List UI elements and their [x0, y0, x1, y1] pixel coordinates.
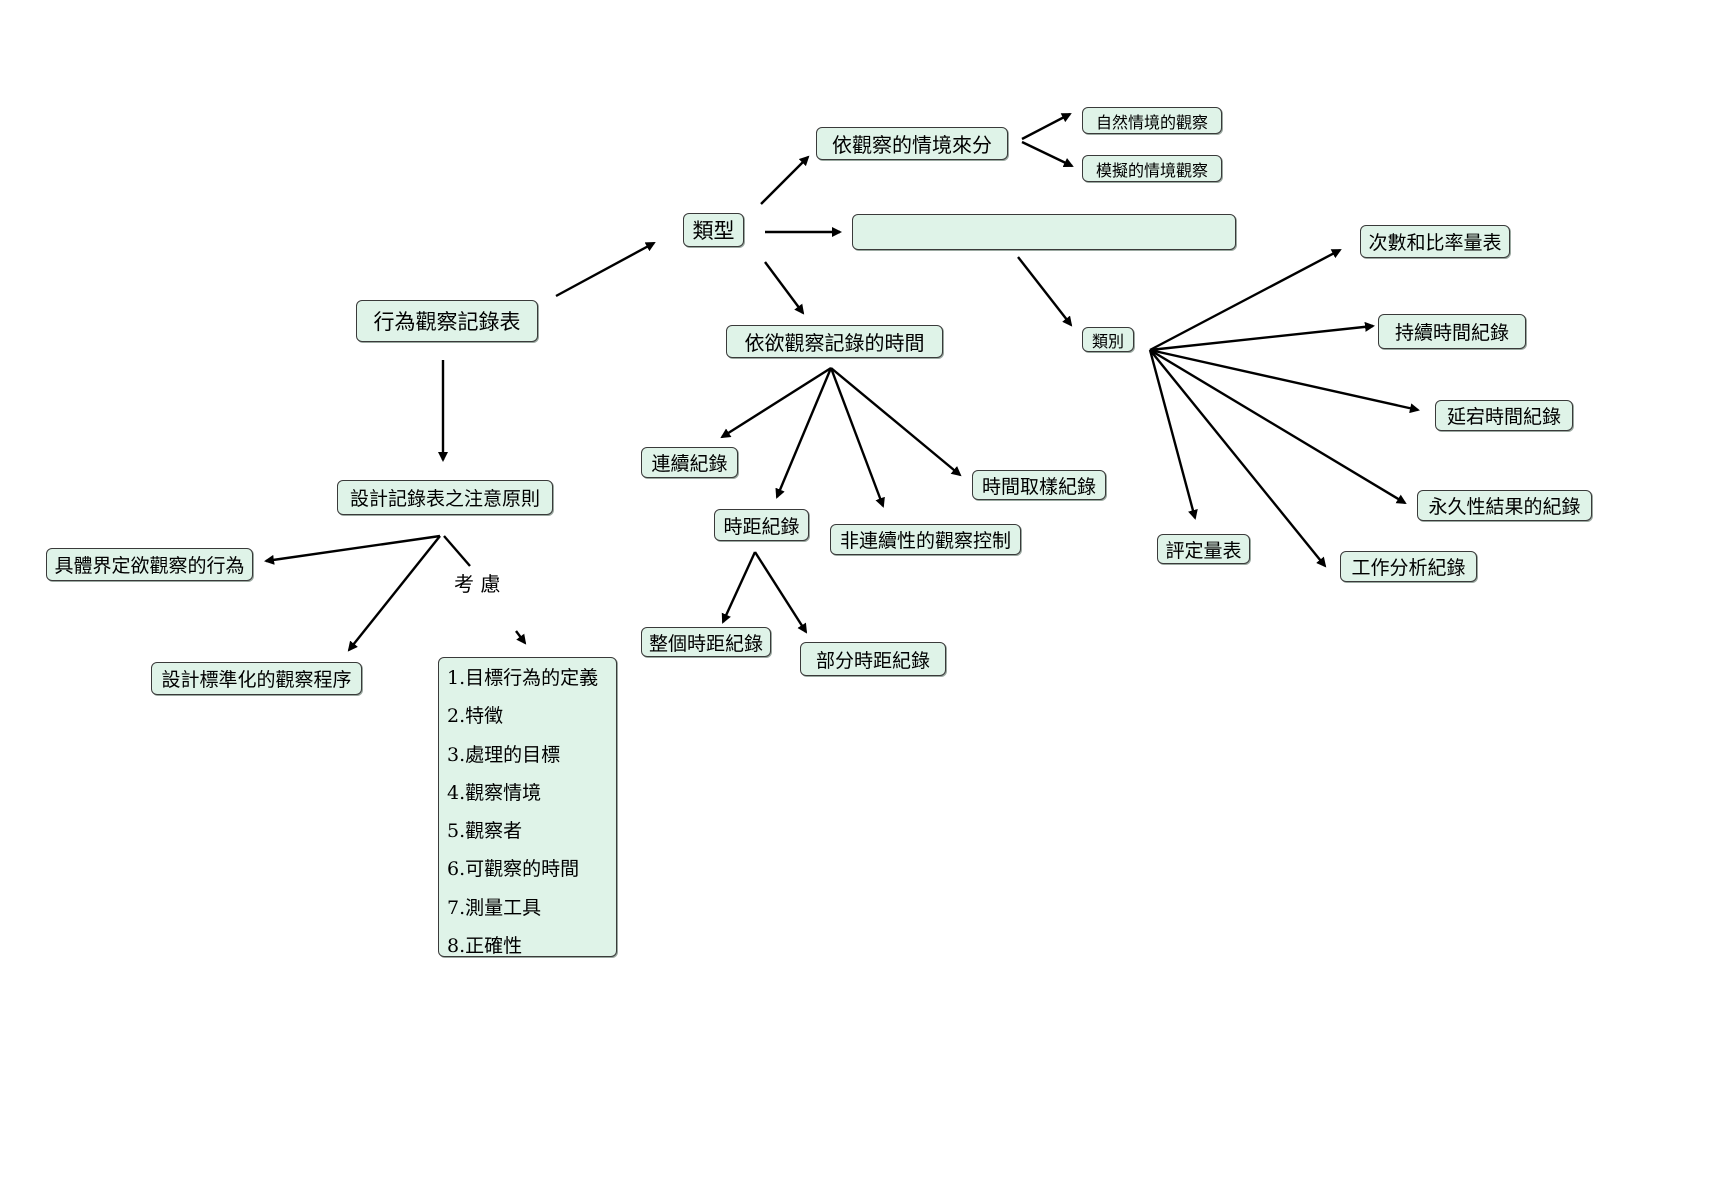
- node-latency: 延宕時間紀錄: [1435, 400, 1573, 431]
- arrow-principles-to-standardize: [347, 535, 441, 652]
- node-time-sampling: 時間取樣紀錄: [972, 470, 1106, 500]
- arrow-category-to-freq: [1149, 248, 1342, 352]
- arrow-situation-to-simulated: [1021, 140, 1074, 168]
- arrow-time-to-sampling: [830, 367, 962, 477]
- arrow-category-to-rating: [1148, 349, 1198, 520]
- node-rating: 評定量表: [1157, 534, 1250, 564]
- arrow-types-to-time: [764, 261, 805, 315]
- node-category: 類別: [1082, 327, 1134, 352]
- node-simulated: 模擬的情境觀察: [1082, 155, 1222, 182]
- consideration-item: 6.可觀察的時間: [447, 858, 580, 881]
- node-standardize: 設計標準化的觀察程序: [151, 662, 362, 695]
- arrow-situation-to-natural: [1021, 112, 1072, 141]
- arrow-root-to-types: [555, 241, 656, 298]
- node-freq-rate: 次數和比率量表: [1360, 225, 1510, 258]
- node-noncontinuous: 非連續性的觀察控制: [830, 524, 1021, 555]
- arrow-principles-to-define: [264, 534, 441, 565]
- arrow-time-to-continuous: [720, 366, 832, 439]
- arrow-interval-to-whole: [721, 551, 757, 624]
- consideration-item: 8.正確性: [447, 935, 523, 958]
- node-define-behavior: 具體界定欲觀察的行為: [46, 548, 253, 581]
- node-duration: 持續時間紀錄: [1378, 314, 1526, 349]
- arrow-category-to-duration: [1149, 321, 1375, 352]
- arrow-category-to-latency: [1149, 348, 1420, 414]
- arrow-datatype-to-category: [1017, 256, 1073, 327]
- node-continuous: 連續紀錄: [641, 447, 738, 478]
- consideration-item: 5.觀察者: [447, 820, 523, 843]
- consideration-item: 7.測量工具: [447, 896, 542, 919]
- considerations-list: 1.目標行為的定義 2.特徵 3.處理的目標 4.觀察情境 5.觀察者 6.可觀察的時間 7…: [438, 657, 617, 957]
- node-task-analysis: 工作分析紀錄: [1340, 551, 1477, 582]
- node-by-situation: 依觀察的情境來分: [816, 127, 1008, 160]
- line-principles-to-consider: [443, 535, 471, 567]
- arrow-consider-to-list: [515, 630, 527, 645]
- consideration-item: 1.目標行為的定義: [447, 667, 599, 689]
- node-whole-interval: 整個時距紀錄: [641, 627, 771, 657]
- consideration-item: 3.處理的目標: [447, 743, 561, 766]
- arrow-category-to-permanent: [1149, 348, 1407, 505]
- arrow-interval-to-partial: [753, 551, 808, 634]
- node-permanent: 永久性結果的紀錄: [1417, 490, 1592, 521]
- consideration-item: 4.觀察情境: [447, 781, 542, 804]
- node-root: 行為觀察記錄表: [356, 300, 538, 342]
- node-natural: 自然情境的觀察: [1082, 107, 1222, 134]
- node-design-principles: 設計記錄表之注意原則: [337, 480, 553, 515]
- node-by-time: 依欲觀察記錄的時間: [726, 325, 943, 358]
- arrow-time-to-interval: [775, 367, 833, 499]
- consideration-item: 2.特徵: [447, 705, 504, 728]
- node-partial-interval: 部分時距紀錄: [800, 642, 946, 676]
- arrow-category-to-task: [1149, 349, 1327, 568]
- node-interval: 時距紀錄: [714, 509, 809, 541]
- arrow-time-to-noncontinuous: [829, 367, 885, 508]
- node-types: 類型: [683, 213, 744, 247]
- arrow-types-to-situation: [760, 155, 810, 205]
- node-by-datatype: [852, 214, 1236, 250]
- label-consider: 考 慮: [454, 572, 501, 596]
